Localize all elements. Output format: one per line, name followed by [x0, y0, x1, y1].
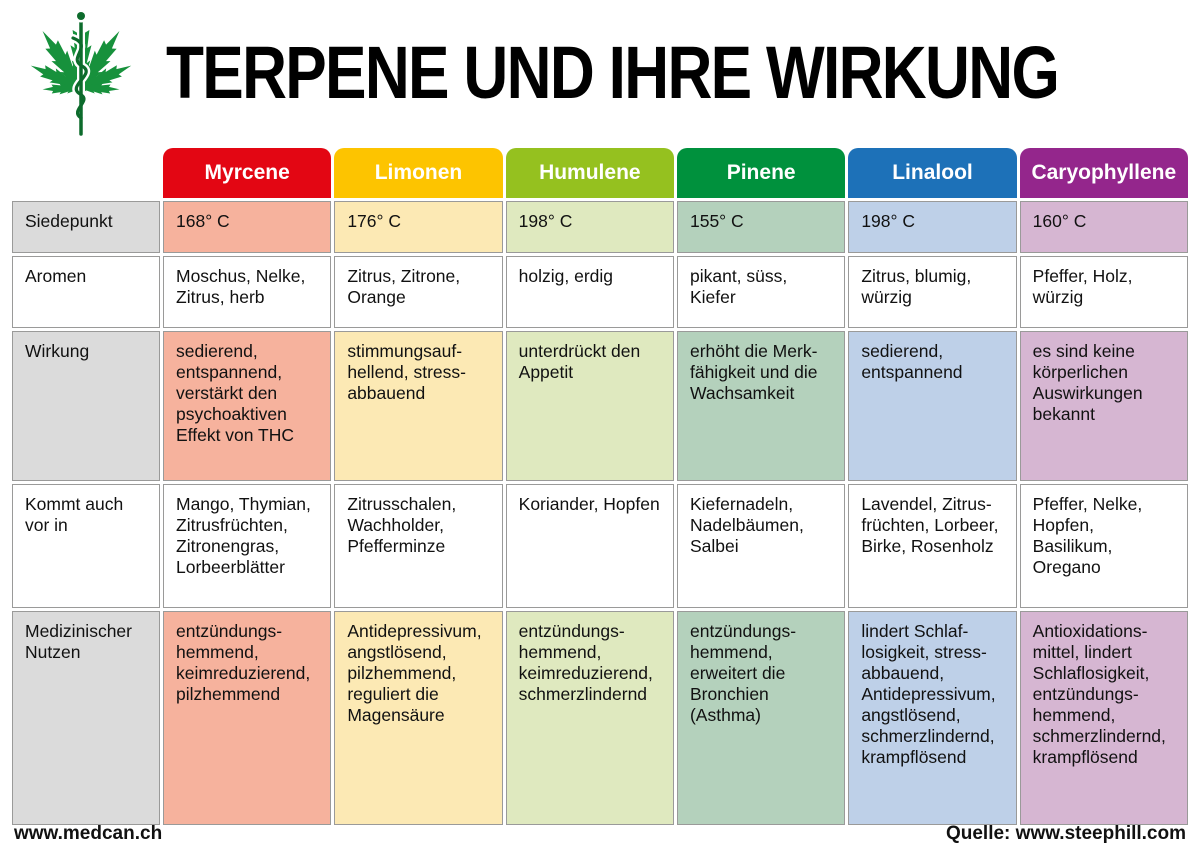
table-cell: stimmungsauf-hellend, stress-abbauend: [334, 331, 503, 481]
footer-medcan-url: www.medcan.ch: [14, 823, 163, 844]
table-cell: Zitrusschalen, Wachholder, Pfefferminze: [334, 484, 503, 608]
table-cell: Zitrus, blumig, würzig: [848, 256, 1017, 328]
table-cell: Zitrus, Zitrone, Orange: [334, 256, 503, 328]
table-cell: Kiefernadeln, Nadelbäumen, Salbei: [676, 484, 846, 608]
table-cell: es sind keine körperlichen Auswirkungen …: [1019, 331, 1188, 481]
page-title: TERPENE UND IHRE WIRKUNG: [166, 31, 1060, 114]
table-cell: Pfeffer, Holz, würzig: [1019, 256, 1188, 328]
table-cell: entzündungs-hemmend, erweitert die Bronc…: [676, 611, 846, 825]
asclepius-staff-icon: [69, 9, 91, 138]
column-header-myrcene: Myrcene: [163, 148, 332, 198]
table-cell: 176° C: [334, 201, 503, 253]
table-cell: holzig, erdig: [505, 256, 674, 328]
table-cell: Lavendel, Zitrus-früchten, Lorbeer, Birk…: [848, 484, 1017, 608]
row-label: Wirkung: [12, 331, 160, 481]
table-cell: pikant, süss, Kiefer: [676, 256, 846, 328]
table-cell: Mango, Thymian, Zitrusfrüchten, Zitronen…: [163, 484, 332, 608]
table-cell: sedierend, entspannend: [848, 331, 1017, 481]
table-cell: lindert Schlaf-losigkeit, stress-abbauen…: [848, 611, 1017, 825]
table-cell: Antioxidations-mittel, lindert Schlaflos…: [1019, 611, 1188, 825]
table-cell: unterdrückt den Appetit: [505, 331, 674, 481]
table-corner-spacer: [12, 148, 160, 198]
table-cell: 155° C: [676, 201, 846, 253]
row-label: Kommt auch vor in: [12, 484, 160, 608]
table-cell: erhöht die Merk-fähigkeit und die Wachsa…: [676, 331, 846, 481]
table-cell: Antidepressivum, angstlösend, pilzhemmen…: [334, 611, 503, 825]
column-header-linalool: Linalool: [848, 148, 1017, 198]
table-cell: Koriander, Hopfen: [505, 484, 674, 608]
row-label: Medizinischer Nutzen: [12, 611, 160, 825]
column-header-limonen: Limonen: [334, 148, 503, 198]
medcan-cannabis-leaf-logo: [27, 9, 135, 138]
row-label: Aromen: [12, 256, 160, 328]
column-header-caryophyllene: Caryophyllene: [1019, 148, 1188, 198]
table-cell: Moschus, Nelke, Zitrus, herb: [163, 256, 332, 328]
table-cell: sedierend, entspannend, verstärkt den ps…: [163, 331, 332, 481]
column-header-pinene: Pinene: [676, 148, 846, 198]
table-cell: 168° C: [163, 201, 332, 253]
footer-source-url: Quelle: www.steephill.com: [945, 823, 1186, 844]
table-cell: entzündungs-hemmend, keimreduzierend, pi…: [163, 611, 332, 825]
column-header-humulene: Humulene: [505, 148, 674, 198]
table-cell: 160° C: [1019, 201, 1188, 253]
table-cell: Pfeffer, Nelke, Hopfen, Basilikum, Orega…: [1019, 484, 1188, 608]
table-cell: entzündungs-hemmend, keimreduzierend, sc…: [505, 611, 674, 825]
table-cell: 198° C: [848, 201, 1017, 253]
table-cell: 198° C: [505, 201, 674, 253]
row-label: Siedepunkt: [12, 201, 160, 253]
